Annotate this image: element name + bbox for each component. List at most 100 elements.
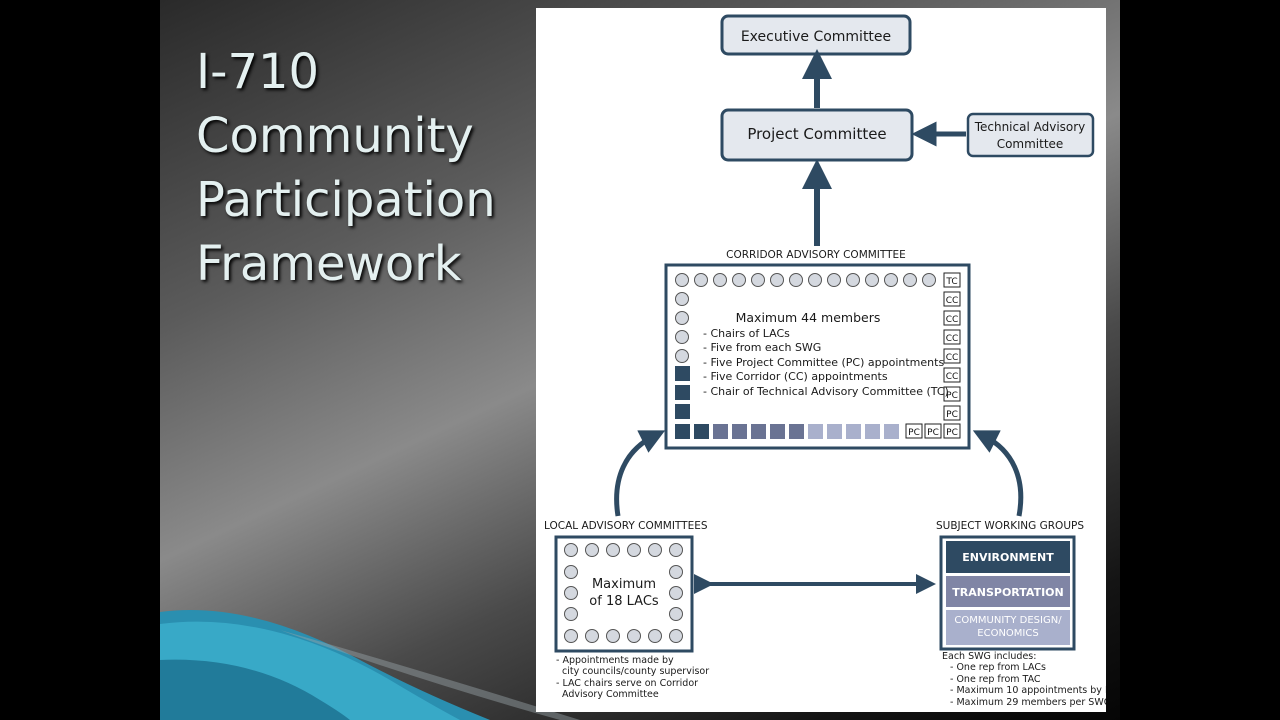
framework-diagram-canvas: Executive Committee Project Committee Te… (544, 14, 1106, 708)
seat-circle (675, 292, 689, 306)
seat-circle (675, 311, 689, 325)
cac-list-item: - Five from each SWG (703, 341, 821, 354)
cac-list-item: - Five Corridor (CC) appointments (703, 370, 888, 383)
executive-committee-label: Executive Committee (741, 29, 891, 45)
swg-community-label-line: COMMUNITY DESIGN/ (954, 615, 1062, 626)
seat-square (751, 424, 766, 439)
seat-circle (669, 607, 683, 621)
swg-environment-label: ENVIRONMENT (962, 551, 1054, 564)
swg-environment (946, 541, 1070, 573)
seat-tag-label: PC (946, 428, 958, 438)
lac-note: - LAC chairs serve on Corridor (556, 678, 698, 689)
lac-seats (564, 543, 683, 643)
arrow-swg-to-cac (972, 430, 1024, 517)
seat-tag-label: PC (927, 428, 939, 438)
swg-heading: SUBJECT WORKING GROUPS (936, 520, 1084, 532)
seat-tag-label: TC (945, 277, 957, 287)
seat-square (713, 424, 728, 439)
seat-circle (789, 273, 803, 287)
seat-circle (564, 586, 578, 600)
slide-title: I-710 Community Participation Framework (196, 40, 556, 296)
seat-tag-label: PC (946, 410, 958, 420)
lac-box-line: Maximum (592, 577, 656, 592)
framework-diagram: Executive Committee Project Committee Te… (536, 8, 1106, 712)
seat-circle (846, 273, 860, 287)
seat-circle (669, 629, 683, 643)
seat-circle (585, 543, 599, 557)
seat-square (675, 404, 690, 419)
seat-tag-box (943, 367, 961, 383)
decorative-swoosh (160, 610, 580, 720)
seat-circle (827, 273, 841, 287)
project-committee-label: Project Committee (747, 125, 886, 143)
seat-circle (713, 273, 727, 287)
seat-tag-box (943, 291, 961, 307)
seat-square (789, 424, 804, 439)
seat-tag-label: CC (946, 296, 959, 306)
technical-advisory-label-line: Committee (997, 137, 1064, 151)
seat-square (808, 424, 823, 439)
swg-note: - Maximum 29 members per SWG (950, 697, 1106, 708)
seat-circle (884, 273, 898, 287)
lac-note: Advisory Committee (556, 689, 659, 700)
lac-box-line: of 18 LACs (589, 594, 659, 609)
seat-circle (770, 273, 784, 287)
swg-community-label-line: ECONOMICS (977, 628, 1038, 639)
swg-transportation (946, 576, 1070, 607)
seat-circle (564, 629, 578, 643)
seat-circle (675, 349, 689, 363)
seat-circle (564, 607, 578, 621)
seat-tag-box (943, 405, 961, 421)
seat-circle (606, 543, 620, 557)
seat-square (865, 424, 880, 439)
seat-circle (669, 586, 683, 600)
slide-title-line: Community (196, 108, 474, 164)
seat-tag-box (905, 423, 923, 439)
slide-title-line: Participation (196, 172, 496, 228)
cac-box-title: Maximum 44 members (736, 310, 881, 325)
seat-square (732, 424, 747, 439)
seat-tag-box (943, 423, 961, 439)
seat-circle (564, 565, 578, 579)
seat-tag-label: CC (946, 353, 959, 363)
seat-tag-box (943, 386, 961, 402)
cac-box (664, 263, 971, 450)
seat-tag-label: PC (908, 428, 920, 438)
seat-circle (865, 273, 879, 287)
cac-list-item: - Five Project Committee (PC) appointmen… (703, 356, 944, 369)
cac-heading: CORRIDOR ADVISORY COMMITTEE (726, 249, 906, 261)
slide-title-line: Framework (196, 236, 462, 292)
seat-square (846, 424, 861, 439)
seat-tag-label: CC (946, 372, 959, 382)
seat-circle (606, 629, 620, 643)
seat-circle (669, 543, 683, 557)
seat-square (694, 424, 709, 439)
lac-box (554, 535, 694, 653)
lac-note: city councils/county supervisor (556, 666, 709, 677)
seat-tag-box (943, 272, 961, 288)
seat-circle (903, 273, 917, 287)
swg-community-design (946, 610, 1070, 645)
lac-note: - Appointments made by (556, 655, 674, 666)
seat-square (675, 366, 690, 381)
seat-circle (648, 629, 662, 643)
seat-tag-box (943, 348, 961, 364)
seat-circle (627, 543, 641, 557)
technical-advisory-label-line: Technical Advisory (974, 120, 1086, 134)
seat-circle (675, 330, 689, 344)
seat-square (884, 424, 899, 439)
seat-circle (585, 629, 599, 643)
seat-circle (675, 273, 689, 287)
seat-tag-label: CC (946, 315, 959, 325)
arrow-lac-to-cac (614, 430, 666, 517)
lac-heading: LOCAL ADVISORY COMMITTEES (544, 520, 708, 532)
seat-tag-box (943, 310, 961, 326)
seat-circle (751, 273, 765, 287)
cac-list-item: - Chairs of LACs (703, 327, 790, 340)
cac-list-item: - Chair of Technical Advisory Committee … (703, 385, 949, 398)
seat-tag-box (924, 423, 942, 439)
seat-circle (648, 543, 662, 557)
seat-tag-label: CC (946, 334, 959, 344)
seat-circle (694, 273, 708, 287)
